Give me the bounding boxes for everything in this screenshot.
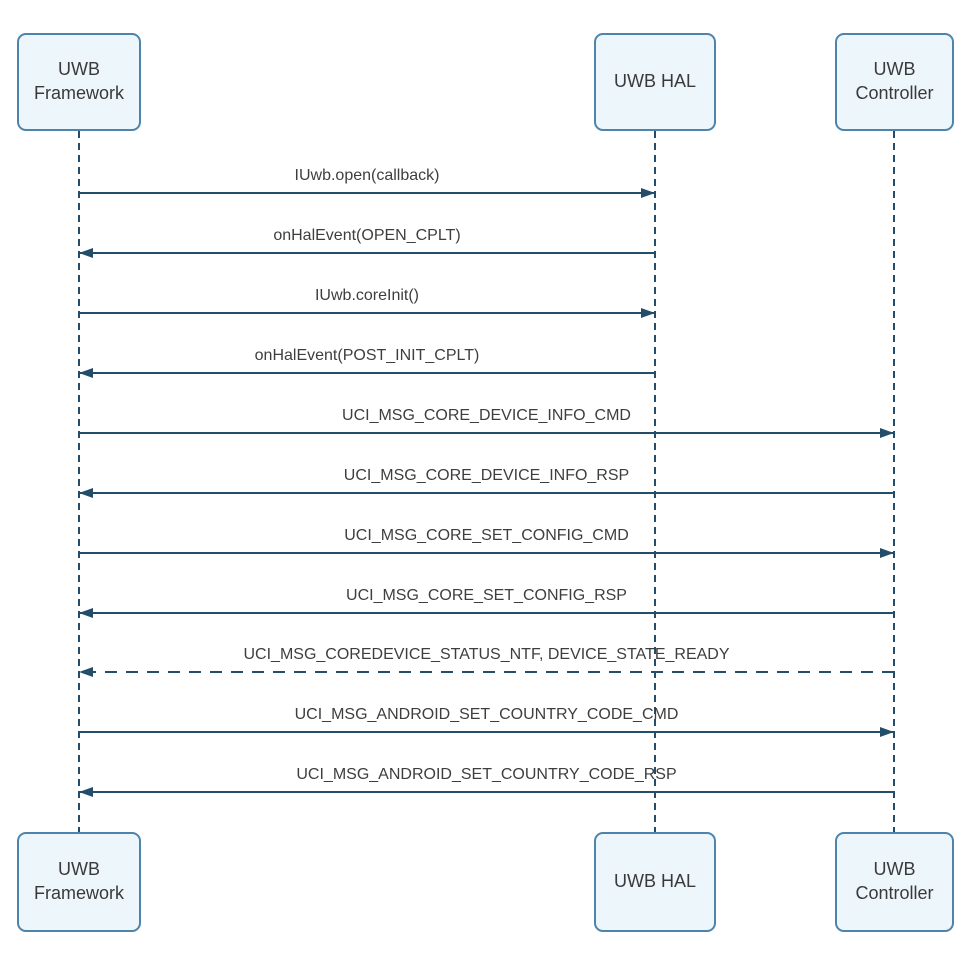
actor-box-top-uwb-controller: UWB Controller — [835, 33, 954, 131]
actor-box-bottom-uwb-framework: UWB Framework — [17, 832, 141, 932]
message-label-4: UCI_MSG_CORE_DEVICE_INFO_CMD — [342, 407, 631, 424]
message-label-10: UCI_MSG_ANDROID_SET_COUNTRY_CODE_RSP — [296, 766, 677, 783]
message-label-5: UCI_MSG_CORE_DEVICE_INFO_RSP — [343, 467, 630, 484]
message-label-6: UCI_MSG_CORE_SET_CONFIG_CMD — [344, 527, 629, 544]
message-label-8: UCI_MSG_COREDEVICE_STATUS_NTF, DEVICE_ST… — [243, 646, 730, 663]
message-label-2: IUwb.coreInit() — [314, 287, 420, 304]
message-label-1: onHalEvent(OPEN_CPLT) — [273, 227, 461, 244]
actor-label: UWB Controller — [855, 859, 934, 903]
message-label-0: IUwb.open(callback) — [294, 167, 440, 184]
actor-label: UWB HAL — [613, 871, 696, 892]
message-label-7: UCI_MSG_CORE_SET_CONFIG_RSP — [346, 587, 627, 604]
actor-label: UWB Framework — [33, 859, 124, 903]
actor-label: UWB Controller — [855, 59, 934, 103]
actor-box-top-uwb-framework: UWB Framework — [17, 33, 141, 131]
actor-box-top-uwb-hal: UWB HAL — [594, 33, 716, 131]
actor-label: UWB Framework — [33, 59, 124, 103]
message-label-9: UCI_MSG_ANDROID_SET_COUNTRY_CODE_CMD — [294, 706, 679, 723]
actor-label: UWB HAL — [613, 71, 696, 92]
actor-box-bottom-uwb-hal: UWB HAL — [594, 832, 716, 932]
actor-box-bottom-uwb-controller: UWB Controller — [835, 832, 954, 932]
message-label-3: onHalEvent(POST_INIT_CPLT) — [254, 347, 480, 364]
